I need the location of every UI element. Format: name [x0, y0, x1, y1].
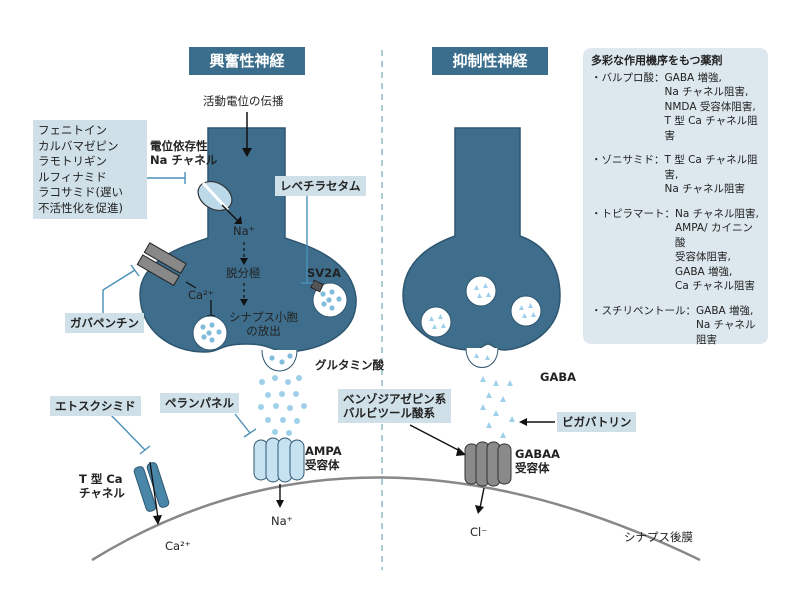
sidebar-item-name: ・トピラマート：: [591, 207, 675, 220]
gaba-vesicle-3: [510, 295, 542, 327]
drug-box-na-blockers: フェニトイン カルバマゼピン ラモトリギン ルフィナミド ラコサミド(遅い 不活…: [33, 120, 147, 219]
drug-box-ethosuximide: エトスクシミド: [50, 396, 141, 416]
vesicle-left: [192, 315, 228, 351]
label-na-plus-out: Na⁺: [271, 514, 293, 528]
label-gaba: GABA: [540, 370, 577, 384]
label-ca-plus: Ca²⁺: [188, 288, 214, 302]
sidebar-item-name: ・バルプロ酸：: [591, 71, 665, 84]
sidebar-item-effects: GABA 増強, Na チャネル阻害, NMDA 受容体阻害, T 型 Ca チ…: [664, 71, 758, 142]
label-action-potential: 活動電位の伝播: [203, 94, 284, 108]
gaba-triangles: [480, 376, 515, 438]
label-gaba-a: GABAA 受容体: [515, 447, 560, 475]
na-channel-icon: [197, 180, 233, 212]
label-cl-minus: Cl⁻: [470, 525, 488, 539]
ampa-receptor-icon: [253, 437, 305, 483]
sidebar-item-effects: T 型 Ca チャネル阻害, Na チャネル阻害: [664, 154, 758, 195]
sidebar-item-effects: GABA 増強, Na チャネル阻害: [696, 304, 756, 346]
label-depolarization: 脱分極: [226, 266, 261, 280]
excitatory-terminal: [139, 127, 357, 353]
gaba-vesicle-1: [465, 275, 497, 307]
sidebar-item-name: ・ゾニサミド：: [591, 154, 665, 166]
vesicle-right: [310, 279, 348, 318]
drug-box-benzo: ベンゾジアゼピン系 バルビツール酸系: [338, 389, 452, 423]
sidebar-title: 多彩な作用機序をもつ薬剤: [591, 54, 723, 67]
gaba-a-receptor-icon: [464, 441, 512, 487]
t-type-ca-channel-icon: [133, 462, 170, 512]
drug-box-levetiracetam: レベチラセタム: [275, 176, 366, 196]
inhibitory-terminal: [402, 127, 561, 351]
sv2a-protein-icon: [310, 279, 324, 293]
label-t-ca: T 型 Ca チャネル: [79, 472, 125, 500]
sidebar-item-topiramate: ・トピラマート： Na チャネル阻害, AMPA/ カイニン酸 受容体阻害, G…: [591, 207, 760, 294]
drug-box-perampanel: ペランパネル: [160, 393, 239, 413]
header-inhibitory: 抑制性神経: [432, 47, 548, 75]
label-ca-plus-out: Ca²⁺: [165, 539, 191, 553]
sidebar-item-valproate: ・バルプロ酸： GABA 増強, Na チャネル阻害, NMDA 受容体阻害, …: [591, 71, 760, 144]
sidebar-item-stiripentol: ・スチリペントール： GABA 増強, Na チャネル阻害: [591, 304, 760, 348]
label-ampa: AMPA 受容体: [305, 444, 342, 472]
glutamate-dots: [258, 375, 307, 436]
gaba-vesicle-2: [420, 306, 452, 338]
header-excitatory: 興奮性神経: [189, 47, 305, 75]
label-vesicle-release: シナプス小胞 の放出: [229, 310, 298, 338]
sidebar-item-zonisamide: ・ゾニサミド： T 型 Ca チャネル阻害, Na チャネル阻害: [591, 153, 760, 197]
vesicle-fusing: [261, 349, 298, 372]
label-sv2a: SV2A: [307, 266, 342, 280]
postsynaptic-membrane: [91, 476, 701, 562]
ca-channel-icon: [136, 242, 187, 287]
label-glutamate: グルタミン酸: [315, 358, 384, 372]
drug-box-vigabatrin: ビガバトリン: [557, 412, 637, 432]
gaba-vesicle-fusing: [465, 347, 499, 368]
sidebar-item-effects: Na チャネル阻害, AMPA/ カイニン酸 受容体阻害, GABA 増強, C…: [675, 207, 759, 293]
drug-box-gabapentin: ガバペンチン: [65, 313, 144, 333]
label-postsynaptic: シナプス後膜: [624, 530, 693, 544]
label-na-plus: Na⁺: [233, 224, 255, 238]
mechanism-sidebar: 多彩な作用機序をもつ薬剤 ・バルプロ酸： GABA 増強, Na チャネル阻害,…: [583, 48, 768, 346]
sidebar-item-name: ・スチリペントール：: [591, 304, 696, 317]
label-na-channel: 電位依存性 Na チャネル: [150, 139, 218, 167]
